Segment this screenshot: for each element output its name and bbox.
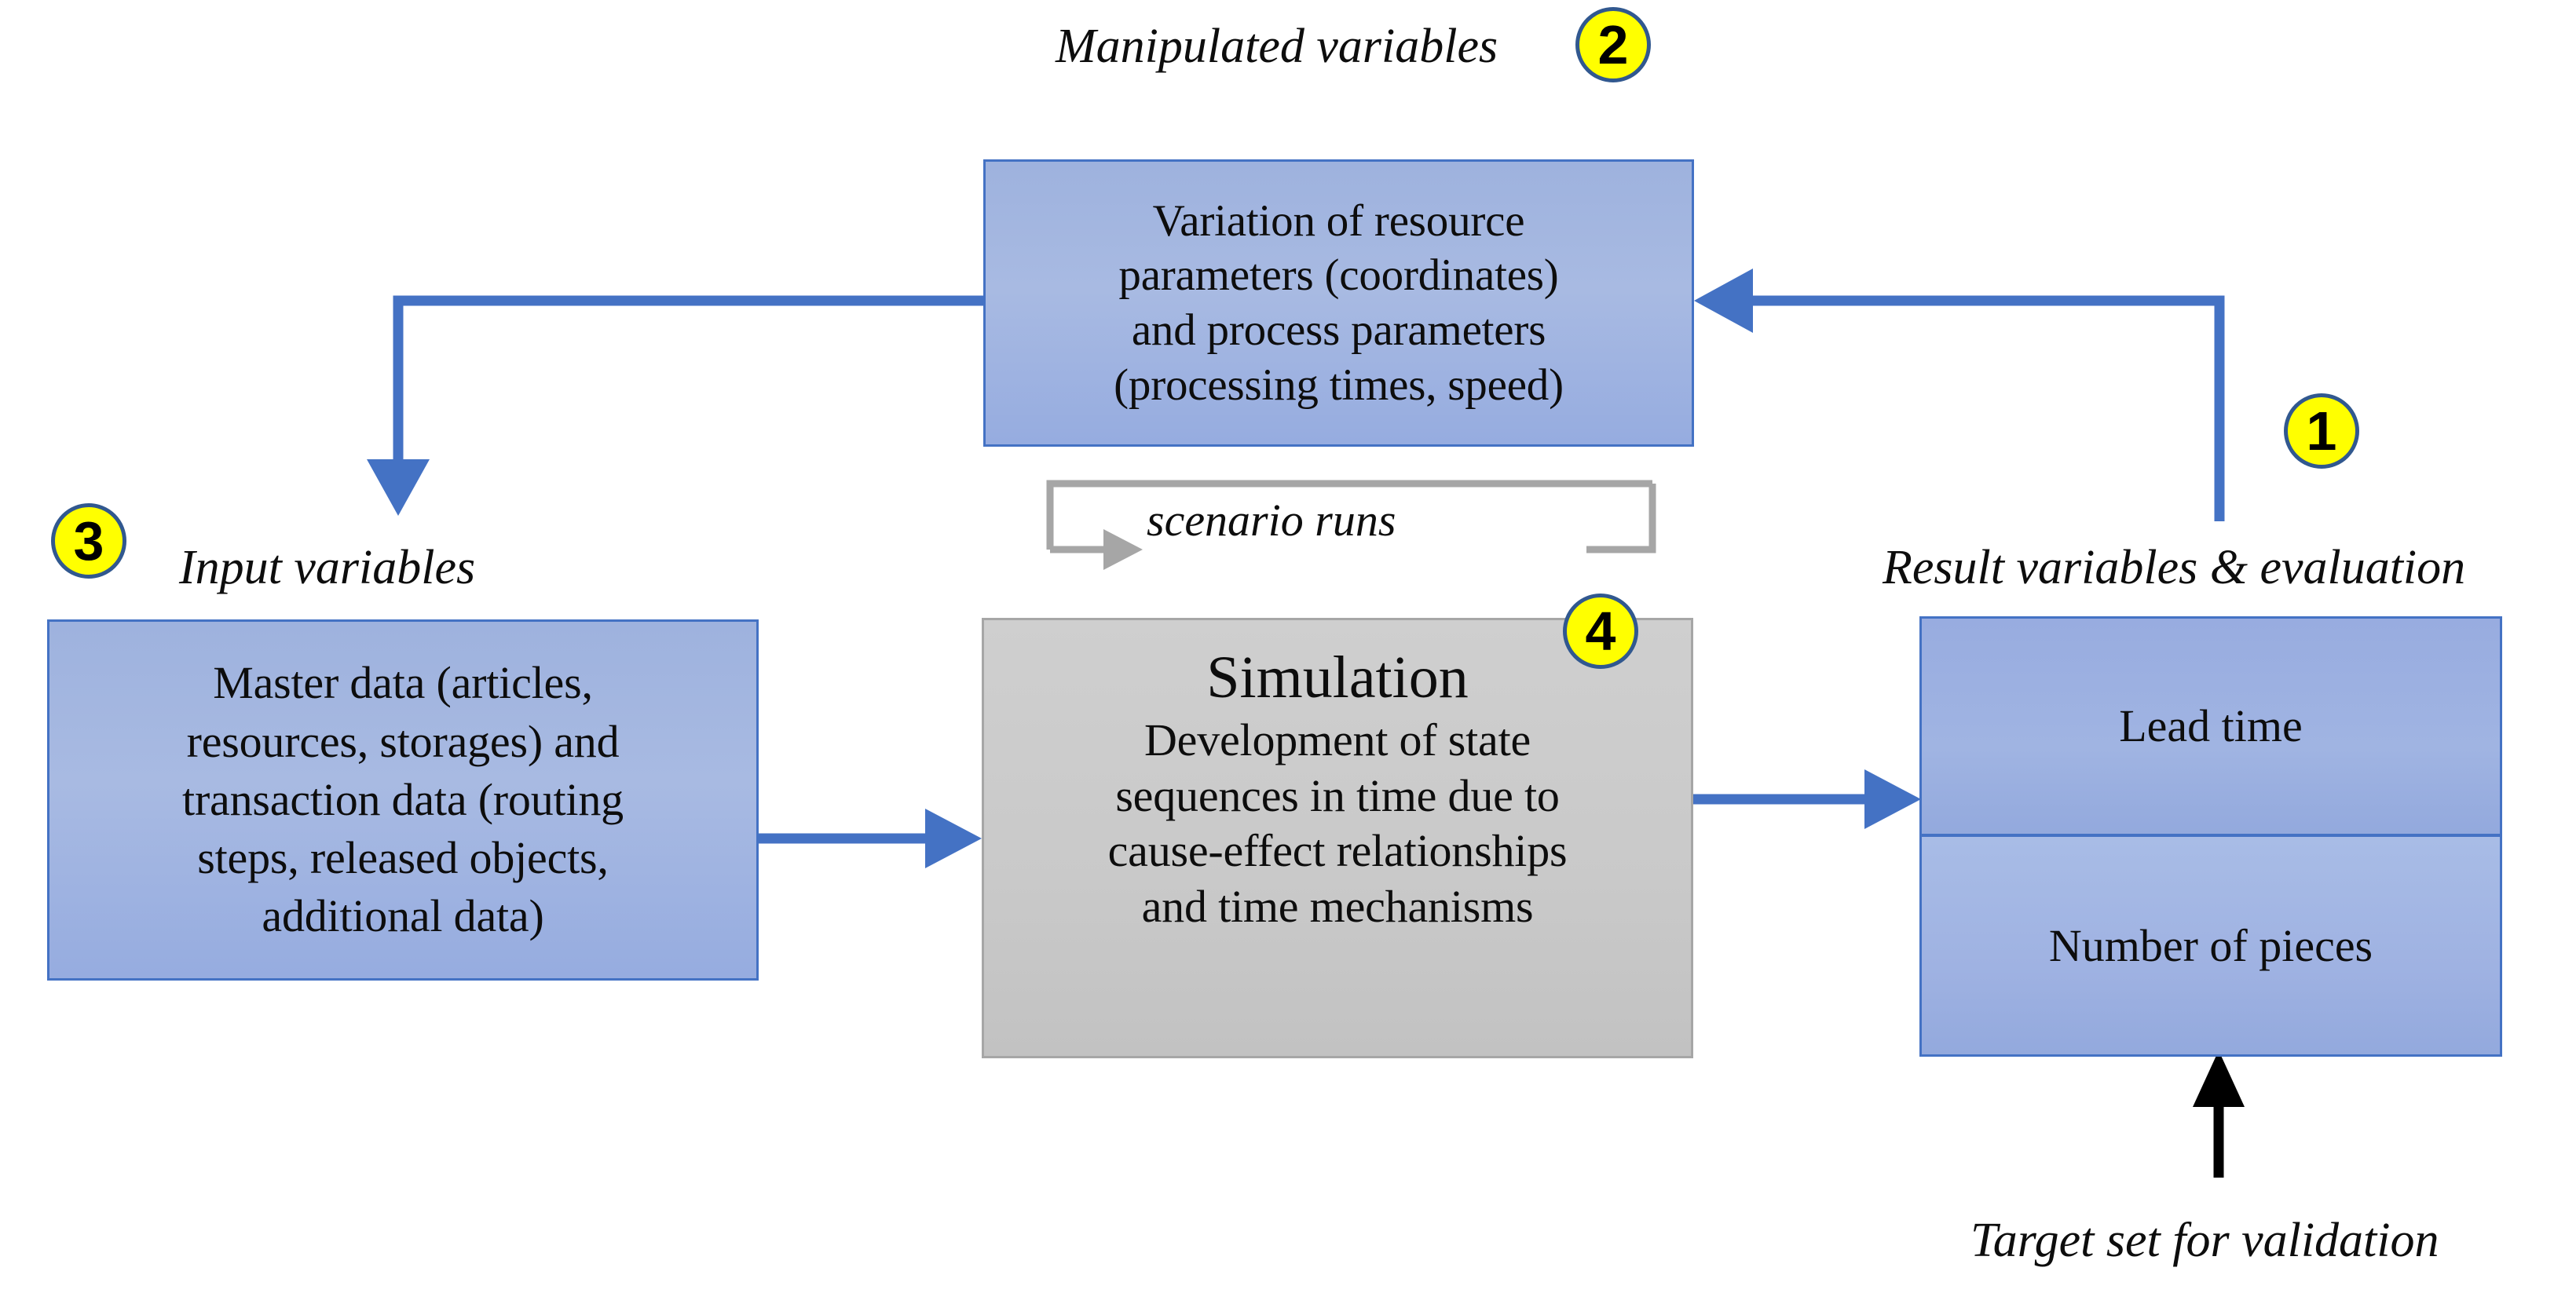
caption-target-set-for-validation: Target set for validation bbox=[1970, 1214, 2439, 1267]
box-manipulated-variables: Variation of resource parameters (coordi… bbox=[983, 159, 1694, 447]
box-simulation: Simulation Development of state sequence… bbox=[982, 618, 1693, 1058]
box-simulation-text: Development of state sequences in time d… bbox=[1107, 714, 1568, 933]
badge-number-1: 1 bbox=[2284, 393, 2359, 469]
arrow-input-to-simulation bbox=[759, 809, 982, 868]
caption-input-variables: Input variables bbox=[179, 541, 476, 594]
box-input-variables-text: Master data (articles, resources, storag… bbox=[182, 657, 624, 942]
arrow-result-to-manipulated bbox=[1694, 268, 2225, 521]
arrow-simulation-to-result bbox=[1693, 769, 1921, 829]
box-simulation-title: Simulation bbox=[1206, 645, 1469, 710]
box-input-variables: Master data (articles, resources, storag… bbox=[47, 619, 759, 981]
arrow-target-validation bbox=[2193, 1050, 2245, 1178]
box-result-variables: Lead time Number of pieces bbox=[1919, 616, 2502, 1057]
arrow-manipulated-to-input bbox=[367, 295, 983, 516]
caption-result-variables-evaluation: Result variables & evaluation bbox=[1883, 541, 2466, 594]
caption-scenario-runs: scenario runs bbox=[1147, 495, 1396, 546]
result-lead-time: Lead time bbox=[1922, 619, 2500, 837]
badge-number-2: 2 bbox=[1575, 7, 1651, 82]
badge-number-4: 4 bbox=[1563, 594, 1638, 669]
result-number-of-pieces: Number of pieces bbox=[1922, 836, 2500, 1054]
caption-manipulated-variables: Manipulated variables bbox=[1056, 20, 1498, 73]
badge-number-3: 3 bbox=[51, 503, 126, 579]
box-manipulated-variables-text: Variation of resource parameters (coordi… bbox=[1114, 195, 1564, 410]
